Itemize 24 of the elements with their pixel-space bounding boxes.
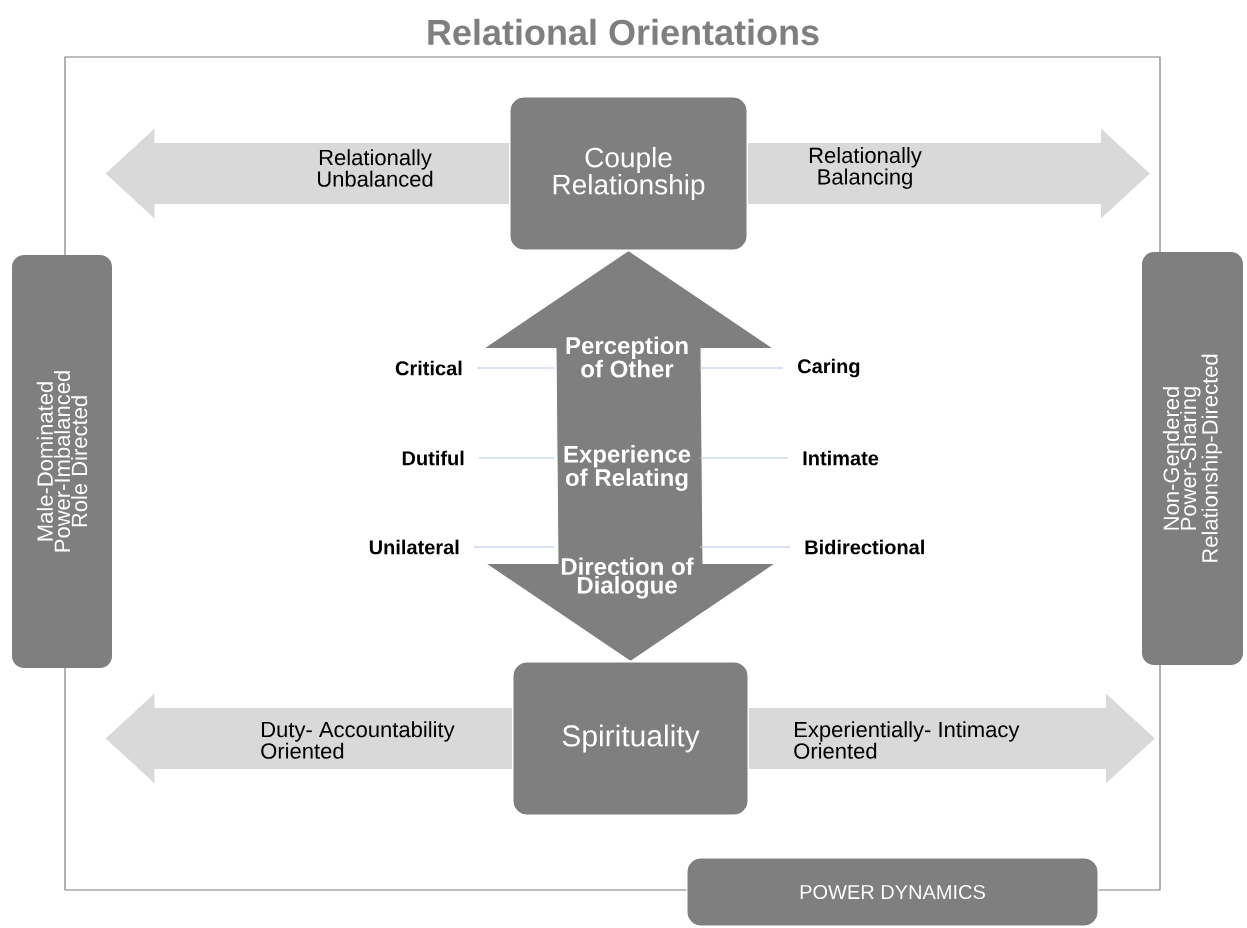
label-text: Bidirectional: [805, 539, 924, 555]
arrow-label: Relationally Balancing: [809, 147, 922, 189]
block-arrow: [748, 692, 1156, 785]
arrow-label: Duty- Accountability Oriented: [261, 721, 455, 759]
arrow-label: Relationally Unbalanced: [318, 149, 433, 187]
block-arrow: [747, 127, 1151, 220]
label-text: Caring: [798, 358, 860, 378]
rounded-box: Spirituality: [512, 661, 749, 816]
label-text: Critical: [395, 360, 462, 376]
arrow-label: Experientially- Intimacy Oriented: [794, 721, 1020, 759]
arrow-label: Experience of Relating: [564, 445, 691, 491]
double-arrow: [483, 250, 776, 662]
block-arrow: [104, 127, 510, 220]
label-text: Dutiful: [402, 450, 464, 466]
label-text: Unilateral: [369, 539, 459, 555]
label-text: Intimate: [803, 450, 879, 466]
rounded-box: Male-Dominated Power-Imbalanced Role Directed: [12, 255, 112, 668]
arrow-label: Direction of Dialogue: [561, 557, 694, 599]
arrow-label: Perception of Other: [566, 336, 688, 378]
title: Relational Orientations: [428, 18, 819, 46]
block-arrow: [104, 692, 513, 785]
rounded-box: Couple Relationship: [509, 96, 748, 251]
rounded-box: Non-Gendered Power-Sharing Relationship-Directed: [1142, 252, 1243, 665]
rounded-box: POWER DYNAMICS: [686, 857, 1099, 927]
